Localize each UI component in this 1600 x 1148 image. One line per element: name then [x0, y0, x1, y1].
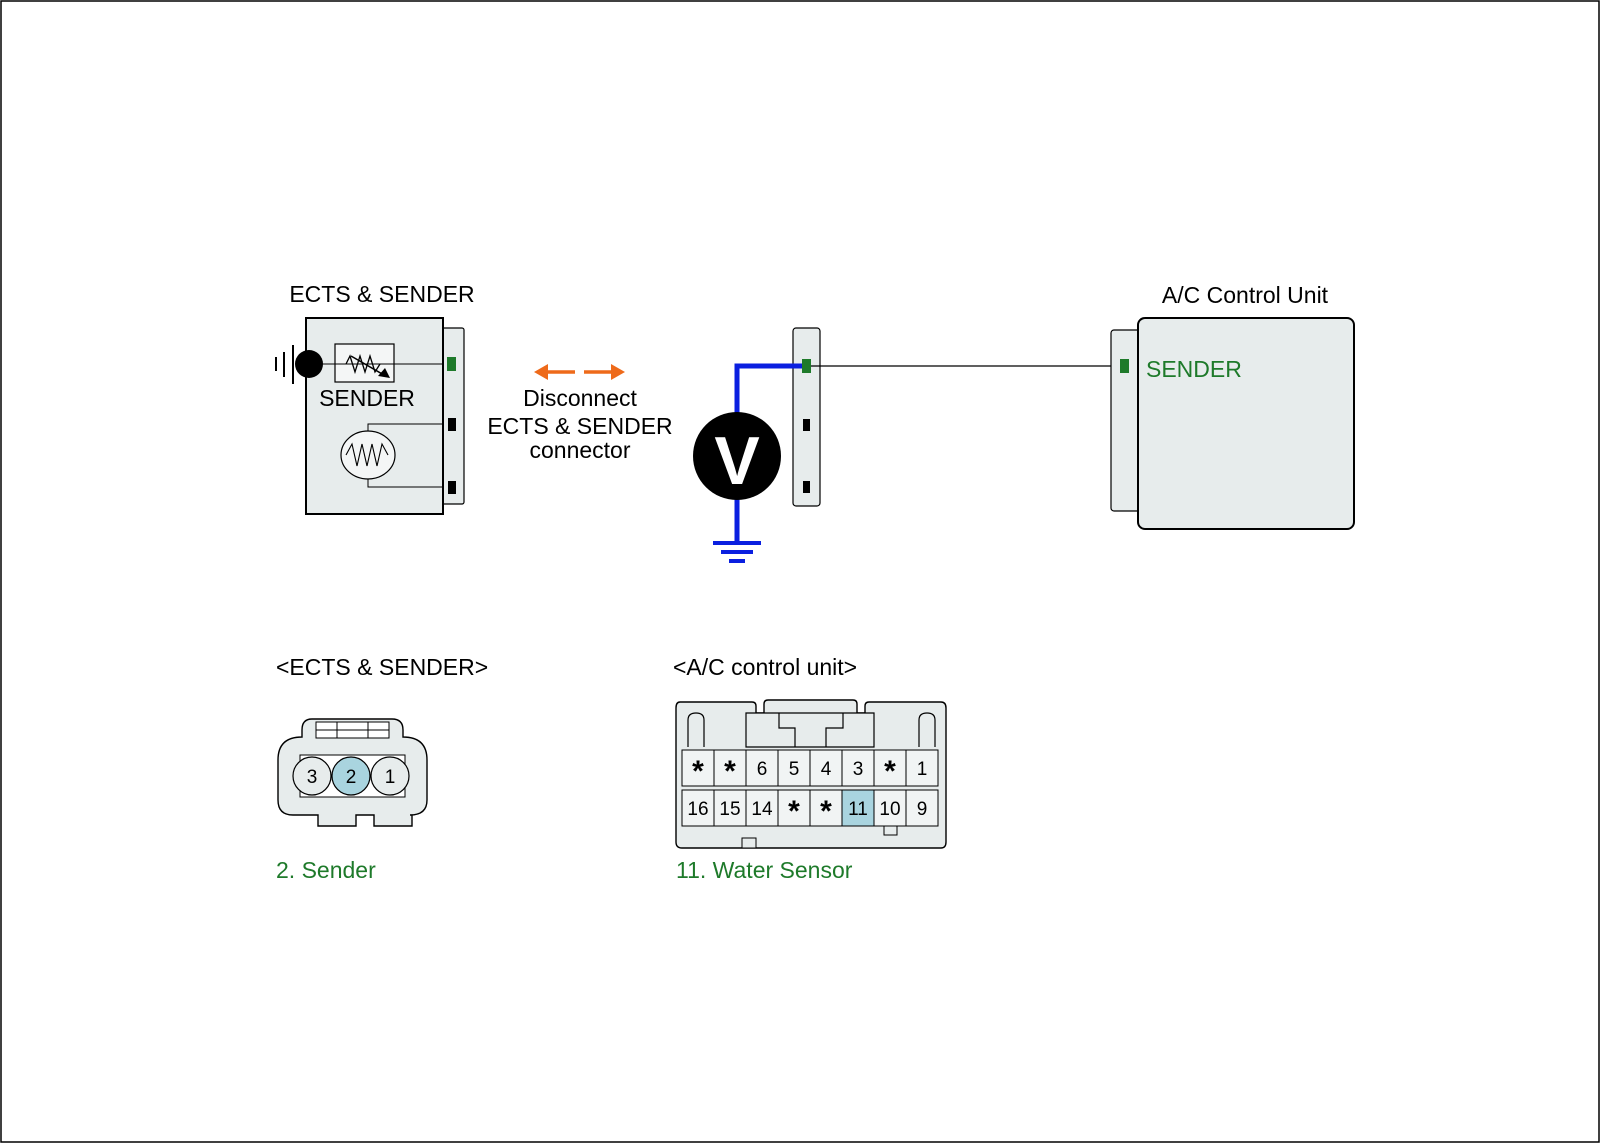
ac-pin-number: 15	[719, 799, 740, 820]
ac-unit-title: A/C Control Unit	[1162, 282, 1329, 308]
disconnect-note-line-3: connector	[529, 437, 630, 463]
ects-pin-number: 1	[385, 767, 396, 788]
ac-pin-number: 5	[789, 759, 800, 780]
ects-pin-number: 3	[307, 767, 318, 788]
ects-connector-plate	[441, 327, 465, 505]
ects-connector-caption: 2. Sender	[276, 857, 376, 883]
ac-pin-cell	[681, 749, 715, 787]
sender-component-label: SENDER	[319, 385, 415, 411]
ac-pin-cell	[681, 789, 715, 827]
ac-pin-cell	[905, 749, 939, 787]
ac-pin-cell	[905, 789, 939, 827]
ects-face-pin-2-highlight	[331, 756, 371, 796]
double-arrow-icon	[534, 364, 625, 380]
harness-pin-3	[803, 481, 810, 493]
ac-pin-number: 4	[821, 759, 832, 780]
ac-pin-cell	[841, 749, 875, 787]
voltmeter-icon: V	[693, 412, 781, 500]
voltmeter-symbol: V	[714, 423, 759, 499]
ac-pin-cell-highlight	[841, 789, 875, 827]
ac-pin-number: 3	[853, 759, 864, 780]
ac-sender-pin-label: SENDER	[1146, 356, 1242, 382]
ac-pin-number: 10	[879, 799, 900, 820]
ac-connector-view-title: <A/C control unit>	[673, 654, 857, 680]
thermistor-icon	[340, 423, 442, 488]
ac-pin-cell	[873, 749, 907, 787]
variable-resistor-icon	[345, 353, 390, 378]
ac-connector-caption: 11. Water Sensor	[676, 857, 853, 883]
ects-pin-2	[448, 418, 456, 431]
disconnect-note-line-2: ECTS & SENDER	[487, 413, 672, 439]
ac-pin-cell	[809, 749, 843, 787]
ac-pin-cell	[745, 789, 779, 827]
ac-pin-number: 6	[757, 759, 768, 780]
ac-pin-number: *	[788, 795, 800, 828]
ac-pin-number: *	[884, 755, 896, 788]
ac-pin-number: 11	[848, 799, 868, 820]
ects-face-pin-3	[292, 756, 332, 796]
ects-connector-view-title: <ECTS & SENDER>	[276, 654, 488, 680]
probe-wire-positive	[734, 363, 802, 415]
ects-pin-sender	[447, 357, 456, 371]
ects-face-pin-1	[370, 756, 410, 796]
ac-control-unit-body	[1137, 317, 1355, 530]
ac-pin-number: 9	[917, 799, 928, 820]
ects-pin-number: 2	[346, 767, 357, 788]
chassis-ground-icon	[713, 541, 761, 563]
ac-pin-number: *	[724, 755, 736, 788]
ac-pin-number: 14	[751, 799, 773, 820]
ac-pin-sender	[1120, 359, 1129, 373]
ac-pin-number: *	[692, 755, 704, 788]
ac-pin-number: 16	[687, 799, 708, 820]
ac-pin-number: *	[820, 795, 832, 828]
harness-connector	[792, 327, 821, 507]
ac-pin-number: 1	[917, 759, 928, 780]
harness-pin-2	[803, 419, 810, 431]
ac-pin-cell	[745, 749, 779, 787]
ac-connector-plate	[1110, 329, 1142, 512]
harness-pin-sender	[802, 359, 811, 373]
ects-pin-3	[448, 481, 456, 494]
ects-sender-title: ECTS & SENDER	[289, 281, 474, 307]
ac-pin-cell	[713, 789, 747, 827]
disconnect-note-line-1: Disconnect	[523, 385, 637, 411]
